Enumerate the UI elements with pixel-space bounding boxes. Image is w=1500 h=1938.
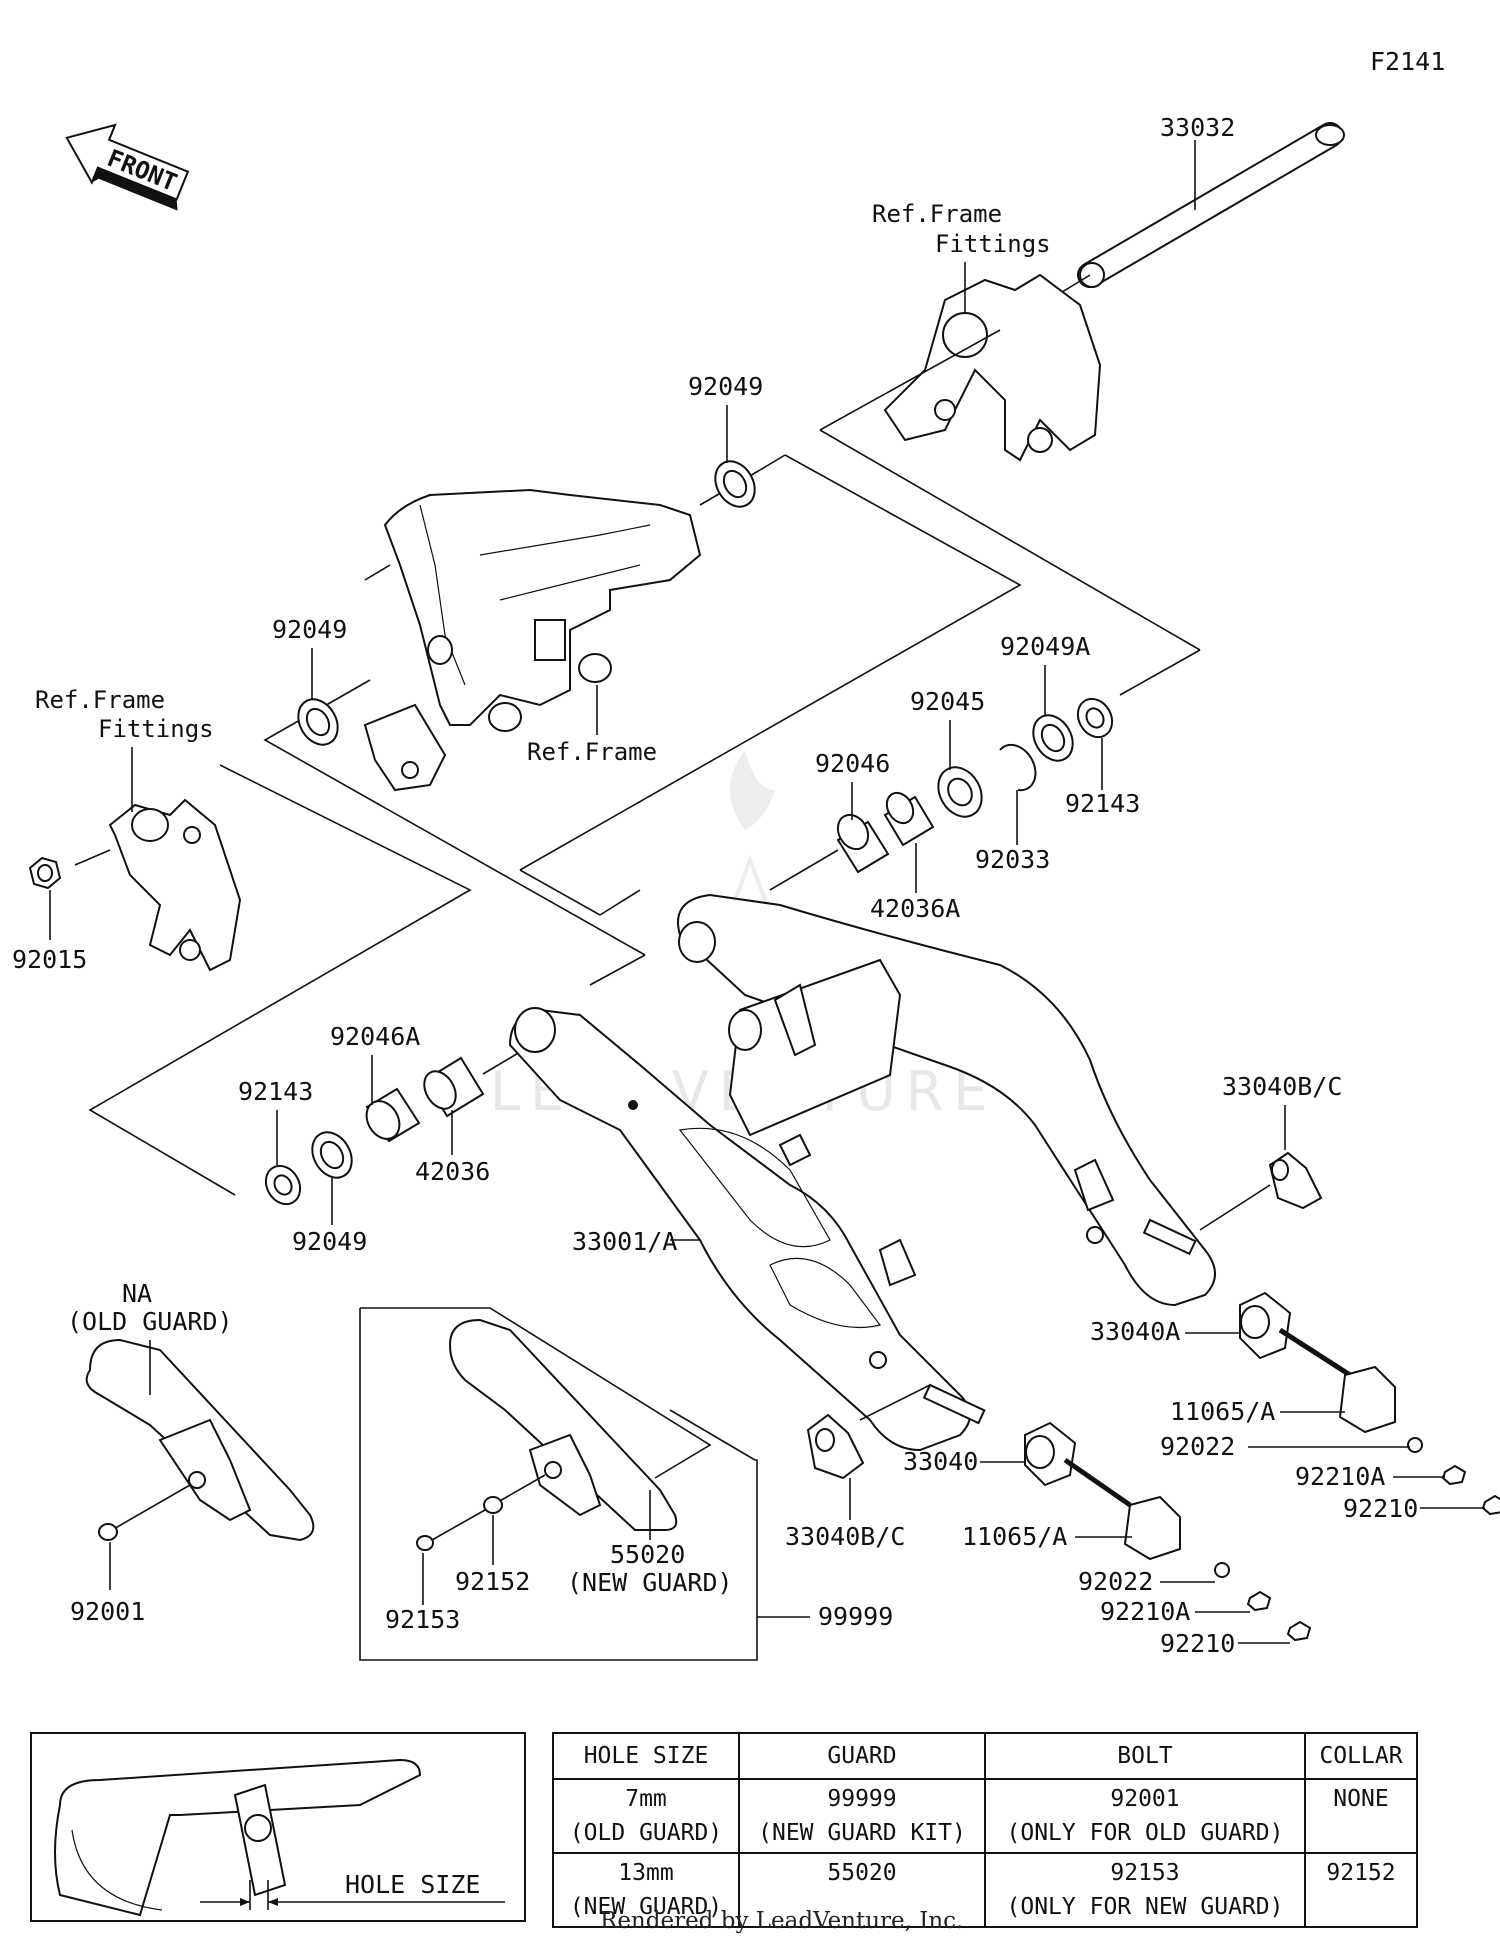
chain-adjuster-bottom: [806, 1384, 1312, 1642]
label-92049A: 92049A: [1000, 632, 1090, 661]
label-ref-frame: Ref.Frame: [527, 738, 657, 766]
right-frame-fitting: [883, 273, 1102, 462]
label-92049-bottom: 92049: [292, 1227, 367, 1256]
label-92049-top: 92049: [688, 372, 763, 401]
label-new-guard: (NEW GUARD): [567, 1568, 733, 1597]
label-92045: 92045: [910, 687, 985, 716]
label-33040: 33040: [903, 1447, 978, 1476]
diagram-code: F2141: [1370, 47, 1445, 76]
table-cell: 92001(ONLY FOR OLD GUARD): [984, 1778, 1306, 1854]
label-92153: 92153: [385, 1605, 460, 1634]
table-cell: 7mm(OLD GUARD): [552, 1778, 740, 1854]
label-92022-right: 92022: [1160, 1432, 1235, 1461]
collar-92049-top: [714, 460, 756, 508]
label-na: NA: [122, 1279, 152, 1308]
chain-adjuster-right: [1199, 1151, 1500, 1516]
label-92143-right: 92143: [1065, 789, 1140, 818]
table-header-hole-size: HOLE SIZE: [552, 1732, 740, 1780]
label-42036: 42036: [415, 1157, 490, 1186]
label-92046A: 92046A: [330, 1022, 420, 1051]
table-row: 13mm(NEW GUARD) 55020 92153(ONLY FOR NEW…: [552, 1852, 1418, 1928]
label-33032: 33032: [1160, 113, 1235, 142]
label-old-guard: (OLD GUARD): [67, 1307, 233, 1336]
swingarm-33001A: [508, 893, 1216, 1452]
table-row: 7mm(OLD GUARD) 99999(NEW GUARD KIT) 9200…: [552, 1778, 1418, 1854]
pivot-shaft-33032: [999, 122, 1345, 331]
table-cell: NONE: [1304, 1778, 1418, 1854]
label-92210-right: 92210: [1343, 1494, 1418, 1523]
nut-92015: [28, 856, 62, 890]
chain-guard-old: [85, 1338, 315, 1542]
front-arrow-icon: FRONT: [65, 123, 190, 211]
label-55020: 55020: [610, 1540, 685, 1569]
label-92210A-bottom: 92210A: [1100, 1597, 1190, 1626]
table-cell: 92153(ONLY FOR NEW GUARD): [984, 1852, 1306, 1928]
table-header-collar: COLLAR: [1304, 1732, 1418, 1780]
label-92210-bottom: 92210: [1160, 1629, 1235, 1658]
label-ref-frame-fittings-top-2: Fittings: [935, 230, 1051, 258]
label-42036A: 42036A: [870, 894, 960, 923]
table-cell: 13mm(NEW GUARD): [552, 1852, 740, 1928]
label-92143-left: 92143: [238, 1077, 313, 1106]
table-header-bolt: BOLT: [984, 1732, 1306, 1780]
label-ref-frame-fittings-left-1: Ref.Frame: [35, 686, 165, 714]
chain-guard-new: [416, 1318, 678, 1551]
label-33040BC-right: 33040B/C: [1222, 1072, 1342, 1101]
label-92001: 92001: [70, 1597, 145, 1626]
label-99999: 99999: [818, 1602, 893, 1631]
table-cell: 92152: [1304, 1852, 1418, 1928]
label-92152: 92152: [455, 1567, 530, 1596]
guard-spec-table: HOLE SIZE GUARD BOLT COLLAR 7mm(OLD GUAR…: [552, 1732, 1418, 1928]
label-92046: 92046: [815, 749, 890, 778]
label-92022-bottom: 92022: [1078, 1567, 1153, 1596]
table-cell: 55020: [738, 1852, 986, 1928]
label-33001A: 33001/A: [572, 1227, 677, 1256]
footer-credit: Rendered by LeadVenture, Inc.: [600, 1908, 964, 1934]
pivot-bearing-stack-left: [264, 1051, 521, 1206]
label-ref-frame-fittings-top-1: Ref.Frame: [872, 200, 1002, 228]
label-11065A-bottom: 11065/A: [962, 1522, 1067, 1551]
label-92015: 92015: [12, 945, 87, 974]
table-header-row: HOLE SIZE GUARD BOLT COLLAR: [552, 1732, 1418, 1780]
hole-size-illustration: [54, 1758, 505, 1917]
table-cell: 99999(NEW GUARD KIT): [738, 1778, 986, 1854]
assembly-guide-lines: [88, 329, 1201, 1196]
label-ref-frame-fittings-left-2: Fittings: [98, 715, 214, 743]
label-92033: 92033: [975, 845, 1050, 874]
hole-size-box: [30, 1732, 526, 1922]
label-92210A-right: 92210A: [1295, 1462, 1385, 1491]
label-33040A: 33040A: [1090, 1317, 1180, 1346]
table-header-guard: GUARD: [738, 1732, 986, 1780]
left-frame-fitting: [74, 798, 242, 972]
pivot-bearing-stack-right: [769, 697, 1114, 891]
ref-frame: [363, 488, 702, 792]
label-11065A-right: 11065/A: [1170, 1397, 1275, 1426]
collar-92049-left: [297, 698, 339, 746]
label-92049-left: 92049: [272, 615, 347, 644]
label-hole-size: HOLE SIZE: [345, 1870, 480, 1899]
label-33040BC-bottom: 33040B/C: [785, 1522, 905, 1551]
new-guard-kit-box: [359, 1307, 810, 1661]
